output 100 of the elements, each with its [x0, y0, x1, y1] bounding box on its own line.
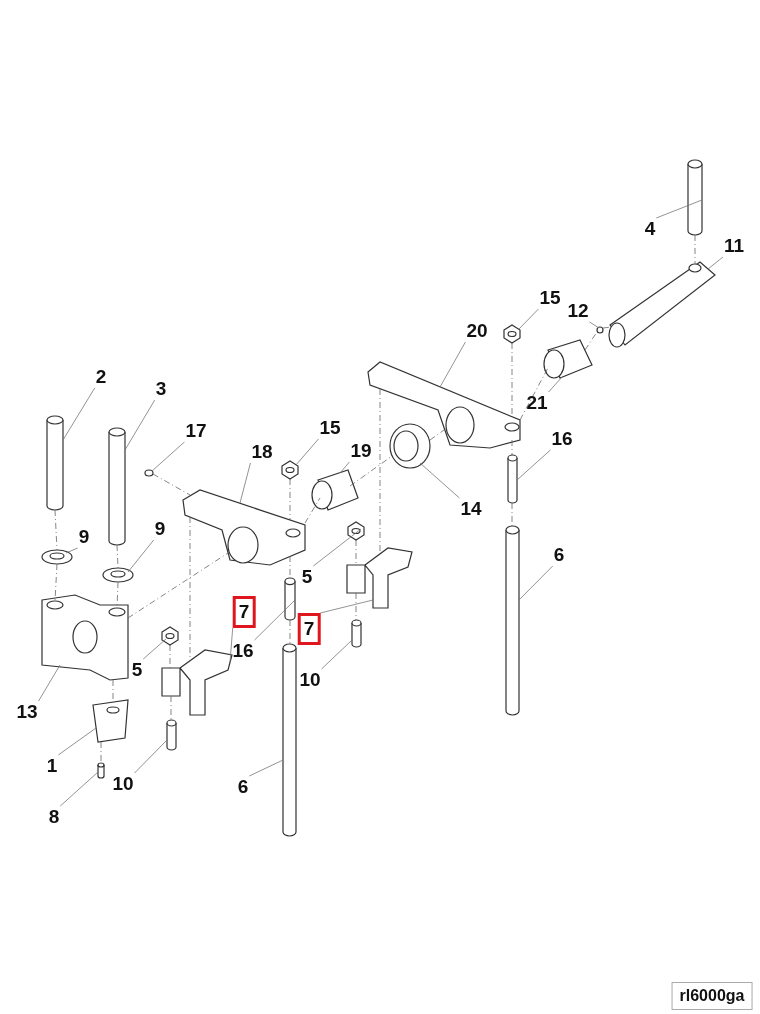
ring-drawing [596, 326, 604, 334]
pin-drawing [166, 719, 177, 751]
callout-number: 2 [94, 366, 108, 388]
callout-number: 21 [525, 392, 549, 414]
callout-number: 6 [552, 544, 566, 566]
leader-line [439, 341, 466, 388]
bolt-drawing [687, 159, 703, 236]
callout-number: 14 [459, 498, 483, 520]
center-line [355, 539, 357, 566]
nut-drawing [161, 626, 179, 646]
bolt-drawing [108, 427, 126, 546]
push-rod-drawing [507, 454, 518, 504]
leader-line [419, 462, 460, 499]
callout-number: 17 [184, 420, 208, 442]
callout-number: 9 [153, 518, 167, 540]
pin-drawing [144, 469, 154, 477]
leader-line [124, 399, 156, 451]
nut-drawing [281, 460, 299, 480]
callout-number: 9 [77, 526, 91, 548]
callout-number: 7 [232, 596, 256, 628]
center-line [511, 502, 513, 527]
center-line [694, 234, 696, 265]
nut-drawing [347, 521, 365, 541]
callout-number: 8 [47, 806, 61, 828]
callout-number: 15 [538, 287, 562, 309]
callout-number: 16 [550, 428, 574, 450]
leader-line [319, 599, 374, 614]
callout-number: 20 [465, 320, 489, 342]
leader-line [339, 461, 350, 474]
callout-number: 15 [318, 417, 342, 439]
center-line [289, 478, 291, 521]
leader-line [548, 376, 563, 393]
center-line [429, 429, 445, 441]
leader-line [134, 739, 168, 774]
callout-number: 5 [300, 566, 314, 588]
adjuster-drawing [346, 547, 413, 609]
callout-number: 10 [298, 669, 322, 691]
block-drawing [92, 699, 129, 743]
center-line [511, 439, 513, 456]
nut-drawing [503, 324, 521, 344]
center-line [584, 331, 598, 351]
center-line [54, 509, 58, 551]
washer-drawing [102, 567, 134, 583]
callout-number: 13 [15, 701, 39, 723]
bracket-drawing [41, 594, 129, 681]
center-line [54, 563, 58, 602]
leader-line [295, 438, 319, 466]
leader-line [151, 441, 185, 472]
shaft-drawing [608, 261, 716, 348]
callout-number: 10 [111, 773, 135, 795]
callout-number: 19 [349, 440, 373, 462]
center-line [100, 741, 102, 764]
center-line [170, 695, 172, 721]
push-rod-drawing [505, 525, 520, 716]
pin-drawing [97, 762, 105, 779]
leader-line [516, 449, 551, 481]
callout-number: 4 [643, 218, 657, 240]
center-line [127, 552, 229, 619]
callout-number: 18 [250, 441, 274, 463]
leader-line [312, 528, 362, 567]
rocker-arm-drawing [182, 489, 306, 566]
callout-number: 12 [566, 300, 590, 322]
callout-number: 6 [236, 776, 250, 798]
center-line [355, 592, 357, 621]
washer-drawing [41, 549, 73, 565]
leader-line [229, 627, 234, 663]
leader-line [57, 727, 97, 756]
center-line [602, 326, 612, 329]
callout-number: 7 [297, 613, 321, 645]
leader-line [254, 599, 296, 641]
leader-line [38, 664, 61, 702]
leader-line [59, 771, 99, 807]
callout-number: 1 [45, 755, 59, 777]
center-line [152, 473, 191, 496]
leader-line [142, 638, 167, 660]
bushing-drawing [311, 469, 359, 511]
center-line [304, 497, 321, 524]
callout-number: 11 [722, 235, 746, 257]
push-rod-drawing [284, 577, 296, 621]
leader-line [707, 256, 724, 270]
pin-drawing [351, 619, 362, 648]
leader-line [321, 639, 353, 670]
leader-line [248, 759, 284, 777]
leader-line [518, 565, 554, 601]
leader-line [239, 462, 251, 504]
center-line [289, 619, 291, 645]
leader-line [62, 387, 96, 441]
callout-number: 5 [130, 659, 144, 681]
center-line [349, 455, 393, 487]
push-rod-drawing [282, 643, 297, 837]
center-line [189, 516, 191, 662]
callout-number: 16 [231, 640, 255, 662]
callout-number: 3 [154, 378, 168, 400]
center-line [116, 544, 119, 569]
adjuster-drawing [161, 649, 233, 716]
leader-line [517, 308, 539, 331]
ring-drawing [389, 423, 431, 469]
center-line [169, 644, 171, 669]
leader-line [127, 539, 155, 573]
bushing-drawing [543, 339, 593, 379]
